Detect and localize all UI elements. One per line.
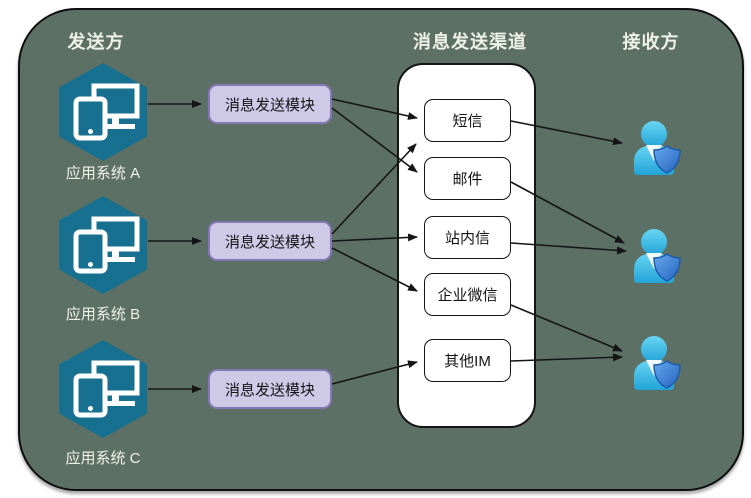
app-system-hexagon-devices-icon	[59, 340, 147, 438]
tablet-button	[88, 406, 93, 411]
tablet-button	[88, 129, 93, 134]
app-system-hexagon-devices-icon	[59, 196, 147, 294]
sender-label-app-a: 应用系统 A	[65, 165, 141, 182]
channel-box-sms: 短信	[424, 99, 511, 142]
module-box-2: 消息发送模块	[208, 221, 332, 261]
channels-column-header: 消息发送渠道	[413, 32, 527, 52]
monitor-stand	[112, 251, 119, 257]
user-head	[641, 336, 667, 362]
user-shield-icon	[634, 229, 681, 283]
channel-box-email: 邮件	[424, 157, 511, 200]
channel-box-otherim: 其他IM	[424, 339, 511, 382]
shield-icon	[653, 145, 681, 174]
monitor-base	[104, 401, 135, 406]
monitor-base	[104, 124, 135, 129]
app-system-hexagon-devices-icon	[59, 63, 147, 161]
user-head	[641, 121, 667, 147]
monitor-stand	[112, 118, 119, 124]
module-box-1: 消息发送模块	[208, 84, 332, 124]
tablet-icon	[73, 373, 108, 418]
shield-icon	[653, 360, 681, 389]
tablet-button	[88, 262, 93, 267]
shield-icon	[653, 253, 681, 282]
sender-label-app-b: 应用系统 B	[65, 306, 141, 323]
sender-label-app-c: 应用系统 C	[65, 450, 141, 467]
receiver-column-header: 接收方	[622, 32, 680, 52]
channel-box-wecom: 企业微信	[424, 273, 511, 316]
monitor-base	[104, 257, 135, 262]
channel-box-insite: 站内信	[424, 216, 511, 259]
module-box-3: 消息发送模块	[208, 369, 332, 409]
monitor-stand	[112, 395, 119, 401]
user-shield-icon	[634, 121, 681, 175]
sender-column-header: 发送方	[67, 32, 125, 52]
user-head	[641, 229, 667, 255]
tablet-icon	[73, 96, 108, 141]
tablet-icon	[73, 229, 108, 274]
user-shield-icon	[634, 336, 681, 390]
